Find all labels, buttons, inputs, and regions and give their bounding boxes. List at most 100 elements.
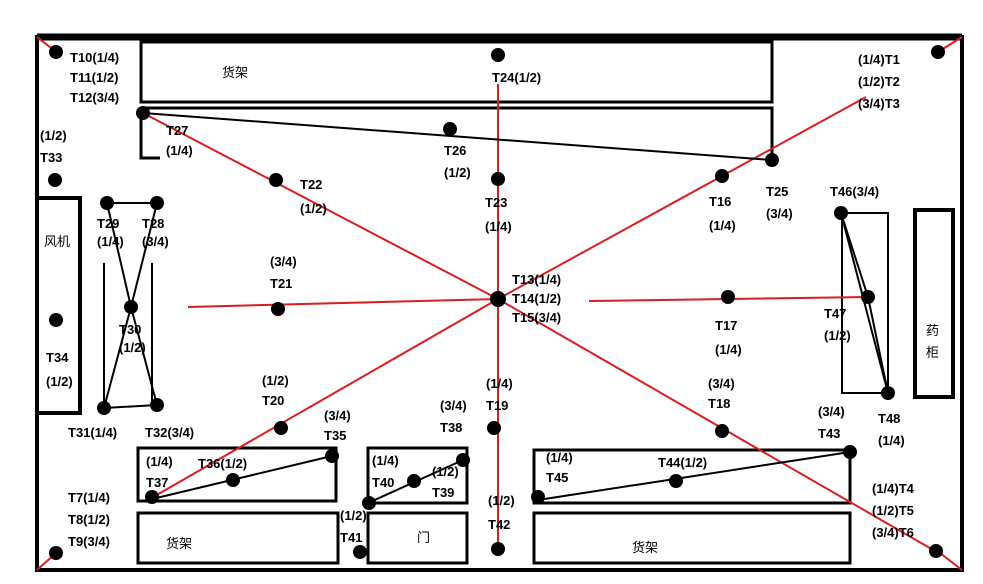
point-label-line: (3/4)	[766, 206, 793, 221]
point-label-line: (1/4)	[485, 219, 512, 234]
point-label-line: T31(1/4)	[68, 425, 117, 440]
point-t25	[765, 153, 779, 167]
point-label-line: T35	[324, 428, 346, 443]
line-t37-t35	[147, 455, 333, 501]
point-label-t25: T25(3/4)	[766, 184, 793, 221]
point-label-t17: T17(1/4)	[715, 318, 742, 357]
point-label-t46: T46(3/4)	[830, 184, 879, 199]
point-label-line: (1/4)T4	[872, 481, 915, 496]
top-shelf-lower-outline	[141, 106, 774, 158]
point-label-line: T34	[46, 350, 69, 365]
point-label-line: T15(3/4)	[512, 310, 561, 325]
point-label-line: (3/4)	[708, 376, 735, 391]
point-label-t42: (1/2)T42	[488, 493, 515, 532]
point-label-t39: (1/2) T39	[432, 464, 459, 500]
point-label-t19: (1/4)T19	[486, 376, 513, 413]
point-t19	[487, 421, 501, 435]
medicine-cabinet-label: 药柜	[926, 324, 939, 361]
shelf-bottom-left-label: 货架	[166, 536, 192, 552]
point-label-line: (1/4)	[372, 453, 399, 468]
point-label-line: (1/2)	[262, 373, 289, 388]
point-label-line: T28	[142, 216, 164, 231]
point-label-t45: (1/4) T45	[546, 450, 573, 485]
point-label-line: (1/4)	[146, 454, 173, 469]
point-label-line: T43	[818, 426, 840, 441]
point-label-t48: T48(1/4)	[878, 411, 905, 448]
point-label-line: (1/2)	[119, 340, 146, 355]
point-label-line: T13(1/4)	[512, 272, 561, 287]
point-label-line: T38	[440, 420, 462, 435]
point-label-line: T40	[372, 475, 394, 490]
point-label-line: (1/2)	[488, 493, 515, 508]
point-t42	[491, 542, 505, 556]
point-label-t20: (1/2)T20	[262, 373, 289, 408]
point-label-t29: T29(1/4)	[97, 216, 124, 249]
point-t26	[443, 122, 457, 136]
point-label-t37: (1/4)T37	[146, 454, 173, 490]
point-t29	[100, 196, 114, 210]
route-center-t6	[497, 298, 936, 552]
point-label-line: T11(1/2)	[70, 70, 118, 85]
point-label-line: T8(1/2)	[68, 512, 110, 527]
point-label-line: (1/2)	[432, 464, 459, 479]
point-label-line: (1/4)	[709, 218, 736, 233]
line-t12-t25	[142, 112, 773, 161]
point-t48	[881, 386, 895, 400]
point-label-line: T27	[166, 123, 188, 138]
route-center-t7	[147, 298, 499, 501]
top-shelf-left-outline	[139, 108, 160, 160]
point-label-t26: T26(1/2)	[444, 143, 471, 180]
point-label-line: T39	[432, 485, 454, 500]
point-label-line: (3/4)	[142, 234, 169, 249]
point-label-line: T22	[300, 177, 322, 192]
line-t31-t32	[103, 404, 158, 409]
shelf-top-label: 货架	[222, 65, 248, 81]
bottom-left-shelf	[136, 511, 340, 565]
point-label-line: (1/4)	[546, 450, 573, 465]
point-t40	[362, 496, 376, 510]
line-t28-t30	[130, 202, 158, 308]
point-label-line: T26	[444, 143, 466, 158]
line-t45-t43	[537, 451, 851, 501]
point-label-line: T18	[708, 396, 730, 411]
point-label-line: (1/2)	[340, 508, 367, 523]
route-t3-center	[497, 96, 867, 300]
point-label-t33: (1/2)T33	[40, 128, 67, 165]
point-label-line: T47	[824, 306, 846, 321]
point-label-line: T46(3/4)	[830, 184, 879, 199]
point-label-line: T7(1/4)	[68, 490, 110, 505]
point-label-line: (3/4)	[270, 254, 297, 269]
point-label-line: (3/4)	[324, 408, 351, 423]
point-t31	[97, 401, 111, 415]
point-t23	[491, 172, 505, 186]
connector-lines	[103, 112, 889, 504]
point-t13-15	[490, 291, 506, 307]
point-label-t35: (3/4) T35	[324, 408, 351, 443]
point-label-line: T48	[878, 411, 900, 426]
point-label-t44: T44(1/2)	[658, 455, 707, 470]
point-label-line: (1/4)	[715, 342, 742, 357]
point-t16	[715, 169, 729, 183]
right-lower-rack	[532, 448, 852, 505]
bottom-right-shelf	[532, 511, 852, 565]
point-t44	[669, 474, 683, 488]
point-t43	[843, 445, 857, 459]
point-label-line: T45	[546, 470, 568, 485]
fan-label: 风机	[44, 235, 70, 250]
point-label-line: T41	[340, 530, 362, 545]
point-label-t18: (3/4) T18	[708, 376, 735, 411]
point-label-line: T10(1/4)	[70, 50, 119, 65]
point-label-t21: (3/4)T21	[270, 254, 297, 291]
door-label: 门	[417, 531, 430, 546]
point-label-line: (3/4)T3	[858, 96, 900, 111]
point-label-t27: T27(1/4)	[166, 123, 193, 158]
point-label-line: T32(3/4)	[145, 425, 194, 440]
point-t47	[861, 290, 875, 304]
point-labels: T10(1/4)T11(1/2)T12(3/4)T24(1/2)(1/4)T1(…	[40, 50, 915, 549]
point-label-line: T30	[119, 322, 141, 337]
point-t46	[834, 206, 848, 220]
point-t35	[325, 449, 339, 463]
point-label-line: (3/4)	[440, 398, 467, 413]
fan-box	[35, 196, 82, 415]
